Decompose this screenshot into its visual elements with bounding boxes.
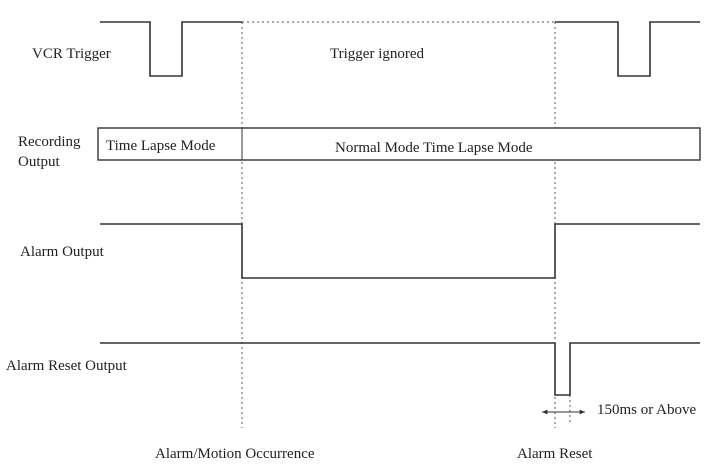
alarm-motion-occurrence-label: Alarm/Motion Occurrence (155, 446, 315, 462)
alarm-output-label: Alarm Output (20, 244, 105, 260)
alarm-reset-output-waveform (100, 342, 700, 396)
pulse-width-annotation: 150ms or Above (597, 402, 697, 418)
normal-mode-text: Normal Mode Time Lapse Mode (335, 140, 533, 156)
vcr-trigger-waveform-left (100, 21, 242, 77)
vcr-trigger-waveform-right (555, 21, 700, 77)
recording-output-box (97, 127, 701, 161)
recording-output-label-line1: Recording (18, 134, 81, 150)
vcr-trigger-label: VCR Trigger (32, 46, 111, 62)
trigger-ignored-annotation: Trigger ignored (330, 46, 425, 62)
time-lapse-mode-text: Time Lapse Mode (106, 138, 216, 154)
alarm-reset-output-label: Alarm Reset Output (6, 358, 128, 374)
alarm-output-waveform (100, 223, 700, 279)
recording-output-label-line2: Output (18, 154, 61, 170)
alarm-reset-label: Alarm Reset (517, 446, 593, 462)
